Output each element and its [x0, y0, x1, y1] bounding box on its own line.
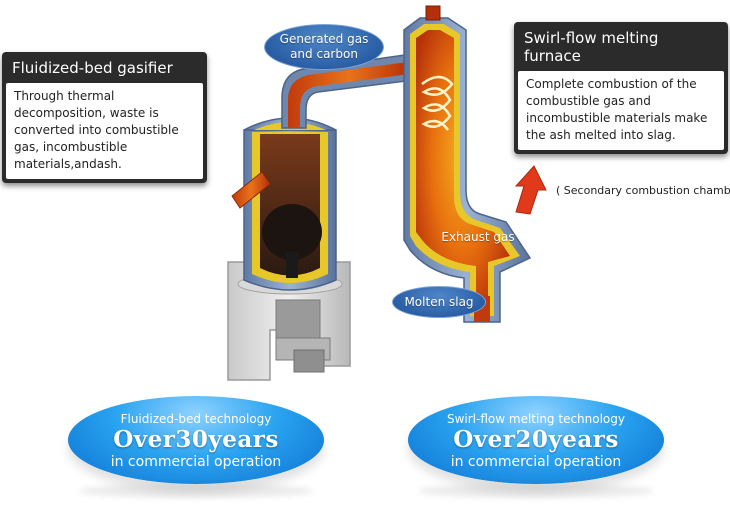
fluidized-badge-heading: Fluidized-bed technology	[120, 412, 272, 426]
generated-gas-line2: and carbon	[290, 47, 358, 61]
swirl-flow-melting-furnace	[403, 5, 532, 323]
swirl-technology-badge: Swirl-flow melting technology Over20year…	[408, 396, 664, 484]
exhaust-gas-label: Exhaust gas	[441, 229, 515, 244]
melting-furnace-callout: Swirl-flow melting furnace Complete comb…	[514, 22, 728, 154]
gasifier-title: Fluidized-bed gasifier	[12, 59, 173, 77]
secondary-chamber-label: ( Secondary combustion chamber )	[556, 184, 730, 197]
swirl-badge-highlight: Over20years	[453, 426, 619, 453]
fluidized-technology-badge: Fluidized-bed technology Over30years in …	[68, 396, 324, 484]
exhaust-arrow	[514, 165, 547, 215]
swirl-badge-heading: Swirl-flow melting technology	[446, 412, 625, 426]
melting-furnace-description: Complete combustion of the combustible g…	[518, 71, 724, 150]
generated-gas-label: Generated gas and carbon	[264, 24, 384, 70]
gasifier-callout: Fluidized-bed gasifier Through thermal d…	[2, 52, 207, 183]
fluidized-bed-gasifier	[231, 117, 337, 291]
fluidized-badge-highlight: Over30years	[113, 426, 279, 453]
melting-furnace-title: Swirl-flow melting furnace	[524, 29, 659, 65]
fluidized-badge-footer: in commercial operation	[110, 454, 282, 470]
generated-gas-line1: Generated gas	[279, 32, 369, 46]
swirl-badge-footer: in commercial operation	[450, 454, 622, 470]
gasifier-description: Through thermal decomposition, waste is …	[6, 83, 203, 179]
molten-slag-label: Molten slag	[392, 286, 486, 318]
